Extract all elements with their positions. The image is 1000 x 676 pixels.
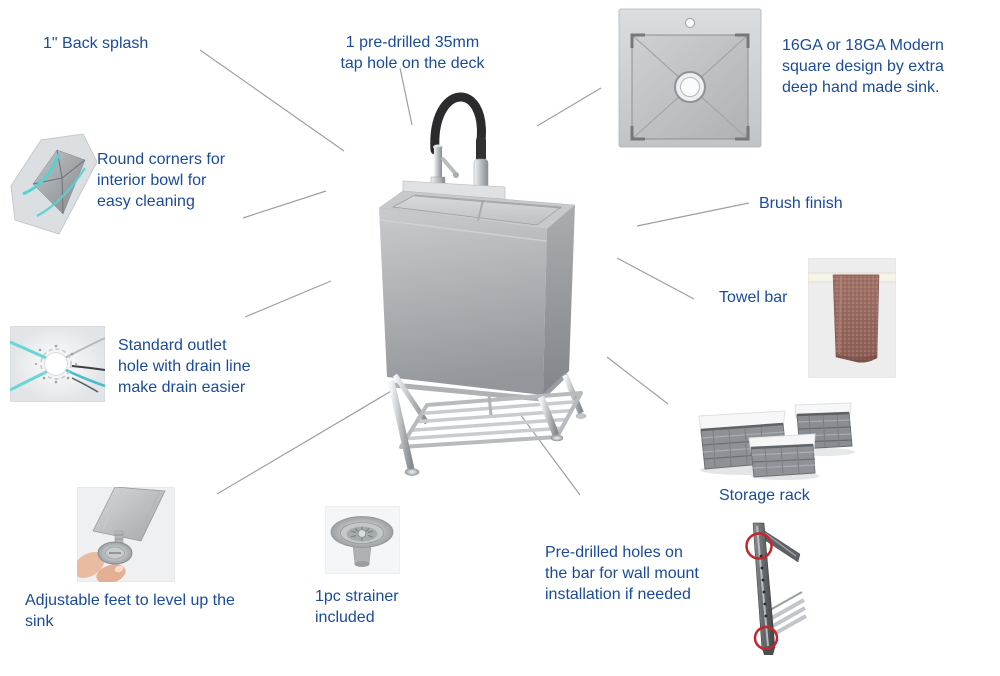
tap-hole [685,18,695,28]
label-storage-rack: Storage rack [719,487,810,504]
adjustable-foot [404,468,420,476]
sink-side-panel [543,205,575,395]
strainer-detail-image [325,506,400,574]
predrilled-hole-annotation [745,532,773,560]
label-towel-bar: Towel bar [719,289,788,306]
cyan-corner-highlight [22,153,61,196]
callout-line-brush-finish [636,202,750,227]
sink-leg [537,395,560,437]
main-sink-image [335,75,645,480]
leg-tube [92,487,166,542]
label-outlet-drain: Standard outlet hole with drain line mak… [118,337,251,397]
label-back-splash: 1" Back splash [43,35,149,52]
top-view-sink-image [617,8,763,150]
outlet-hole [44,352,68,376]
towel-bar-detail-image [808,258,896,378]
basket [748,433,816,478]
finger [77,552,105,578]
corner-detail-image [7,128,97,242]
faucet-hose [430,92,486,155]
label-strainer: 1pc strainer included [315,588,399,627]
label-wall-mount: Pre-drilled holes on the bar for wall mo… [545,544,699,604]
adjustable-foot [550,434,564,442]
sink-leg [387,380,415,470]
faucet-handle [441,157,457,175]
callout-line-outlet [244,280,332,318]
wall-bar-detail-image [740,518,860,658]
label-brush-finish: Brush finish [759,195,843,212]
feet-detail-image [77,487,175,582]
label-adjustable-feet: Adjustable feet to level up the sink [25,592,235,631]
drain-detail-image [10,326,105,402]
sink-front-panel [379,208,547,395]
baskets-detail-image [693,400,858,480]
sink-bowl [391,194,563,226]
label-tap-hole: 1 pre-drilled 35mm tap hole on the deck [340,34,485,73]
label-round-corners: Round corners for interior bowl for easy… [97,151,226,211]
callout-line-back-splash [199,49,345,152]
predrilled-hole-annotation [753,625,779,651]
label-gauge-design: 16GA or 18GA Modern square design by ext… [782,37,944,97]
faucet-spray-head [473,158,489,190]
